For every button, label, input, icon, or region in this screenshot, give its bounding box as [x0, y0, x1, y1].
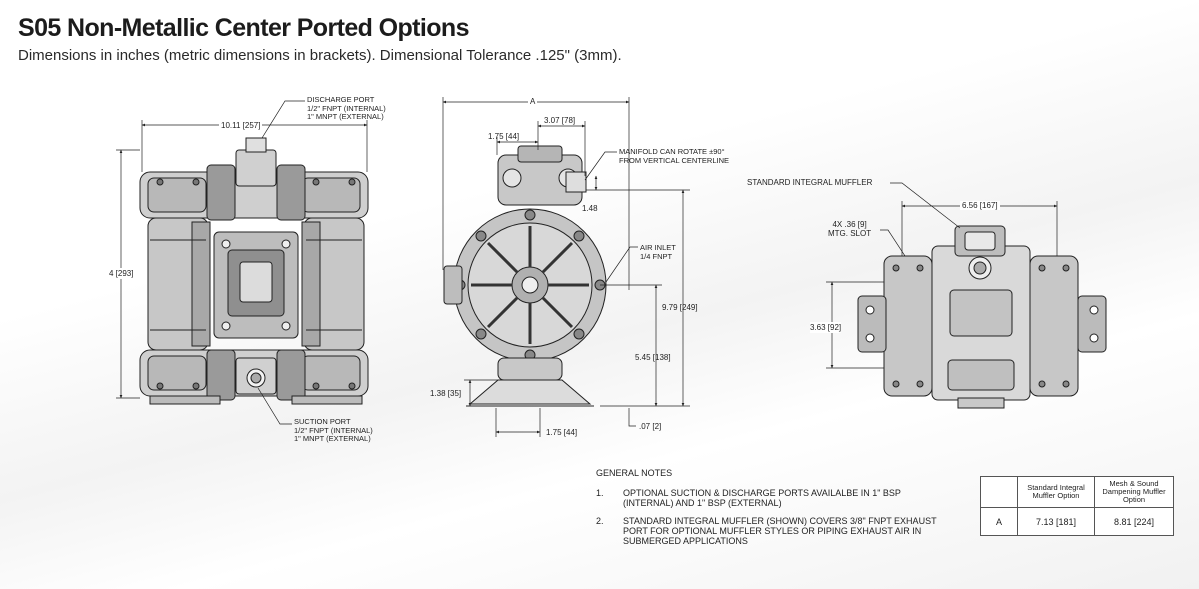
dim-1-38: 1.38 [35] — [430, 389, 462, 398]
dim-1-75-top: 1.75 [44] — [488, 132, 520, 141]
dim-0-07: .07 [2] — [639, 422, 662, 431]
table-cell: 7.13 [181] — [1017, 507, 1095, 536]
dim-height-4: 4 [293] — [109, 268, 134, 279]
discharge-port-label: DISCHARGE PORT 1/2" FNPT (INTERNAL) 1" M… — [307, 95, 386, 121]
table-cell: A — [980, 507, 1018, 536]
dim-5-45: 5.45 [138] — [635, 353, 671, 362]
note-text: OPTIONAL SUCTION & DISCHARGE PORTS AVAIL… — [623, 488, 901, 508]
side-view-dimensions — [442, 97, 690, 437]
page-title: S05 Non-Metallic Center Ported Options — [18, 14, 469, 42]
general-notes-heading: GENERAL NOTES — [596, 468, 673, 478]
dim-a: A — [528, 97, 538, 106]
table-header-cell: Mesh & Sound Dampening Muffler Option — [1094, 476, 1174, 508]
dim-9-79: 9.79 [249] — [662, 303, 698, 312]
dim-3-63: 3.63 [92] — [810, 322, 842, 333]
dim-1-75-bottom: 1.75 [44] — [546, 428, 578, 437]
table-cell: 8.81 [224] — [1094, 507, 1174, 536]
note-text: STANDARD INTEGRAL MUFFLER (SHOWN) COVERS… — [623, 516, 937, 546]
integral-muffler-label: STANDARD INTEGRAL MUFFLER — [747, 178, 873, 187]
note-number: 2. — [596, 516, 604, 526]
front-view-pump — [139, 137, 369, 405]
table-row: A 7.13 [181] 8.81 [224] — [980, 507, 1174, 536]
dimension-a-table: Standard Integral Muffler Option Mesh & … — [980, 476, 1174, 536]
table-header-cell: Standard Integral Muffler Option — [1017, 476, 1095, 508]
dim-width-10-11: 10.11 [257] — [219, 121, 263, 130]
general-note-item: 2. STANDARD INTEGRAL MUFFLER (SHOWN) COV… — [596, 516, 983, 546]
suction-port-label: SUCTION PORT 1/2" FNPT (INTERNAL) 1" MNP… — [294, 417, 373, 443]
side-view-pump — [443, 145, 607, 407]
general-notes: GENERAL NOTES 1. OPTIONAL SUCTION & DISC… — [596, 468, 983, 554]
general-note-item: 1. OPTIONAL SUCTION & DISCHARGE PORTS AV… — [596, 488, 983, 508]
dim-3-07: 3.07 [78] — [544, 116, 576, 125]
table-header-cell — [980, 476, 1018, 508]
manifold-rotate-note: MANIFOLD CAN ROTATE ±90° FROM VERTICAL C… — [619, 147, 730, 165]
mounting-slot-note: 4X .36 [9] MTG. SLOT — [828, 220, 872, 238]
top-view-pump — [857, 225, 1107, 409]
page-subtitle: Dimensions in inches (metric dimensions … — [18, 47, 622, 64]
dim-6-56: 6.56 [167] — [960, 201, 1000, 210]
note-number: 1. — [596, 488, 604, 498]
air-inlet-label: AIR INLET 1/4 FNPT — [640, 243, 676, 261]
dim-1-48: 1.48 — [582, 204, 598, 213]
